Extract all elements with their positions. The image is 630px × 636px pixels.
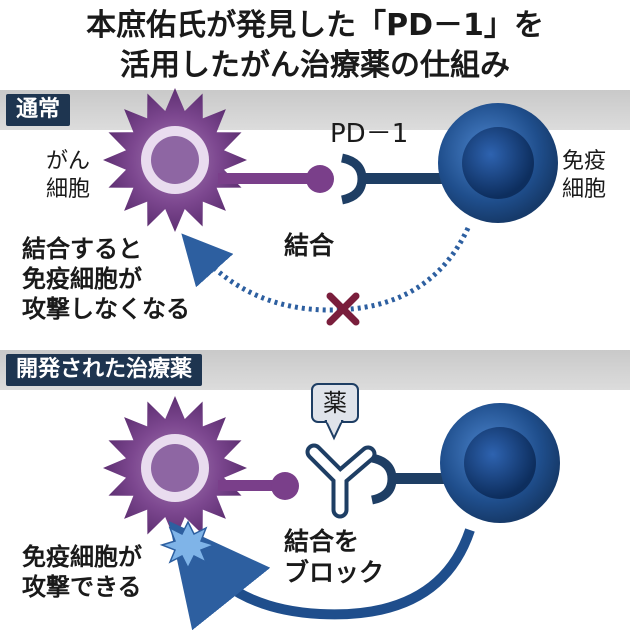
attack-arrow bbox=[168, 520, 475, 631]
treatment-result-line-2: 攻撃できる bbox=[22, 573, 142, 601]
treatment-result-text: 免疫細胞が 攻撃できる bbox=[22, 542, 142, 602]
heading-treatment: 開発された治療薬 bbox=[6, 354, 203, 386]
cancer-cell-bottom bbox=[103, 396, 247, 540]
title-line-2: 活用したがん治療薬の仕組み bbox=[120, 48, 510, 83]
block-text-line-2: ブロック bbox=[284, 558, 385, 588]
pd-l1-ligand-top bbox=[218, 165, 334, 193]
normal-result-line-3: 攻撃しなくなる bbox=[22, 295, 190, 323]
normal-result-text: 結合すると 免疫細胞が 攻撃しなくなる bbox=[22, 234, 190, 324]
cancer-cell-label-line-2: 細胞 bbox=[46, 176, 91, 202]
treatment-result-line-1: 免疫細胞が bbox=[22, 543, 142, 571]
section-bar-treatment: 開発された治療薬 bbox=[0, 350, 630, 390]
pd-1-receptor-top bbox=[340, 153, 442, 205]
normal-result-line-1: 結合すると bbox=[22, 235, 142, 263]
normal-result-line-2: 免疫細胞が bbox=[22, 265, 142, 293]
block-text-line-1: 結合を bbox=[284, 527, 360, 556]
immune-cell-label-line-1: 免疫 bbox=[562, 149, 607, 174]
pd-1-receptor-bottom bbox=[370, 453, 452, 505]
pd-l1-ligand-bottom bbox=[218, 472, 299, 500]
cancer-cell-top bbox=[103, 88, 247, 232]
immune-cell-label: 免疫 細胞 bbox=[562, 148, 606, 203]
binding-label: 結合 bbox=[284, 231, 335, 260]
pd1-label: PD－1 bbox=[330, 119, 409, 149]
drug-antibody-icon bbox=[305, 443, 377, 519]
immune-cell-bottom bbox=[440, 403, 560, 523]
title-line-1: 本庶佑氏が発見した「PD－1」を bbox=[86, 8, 544, 43]
immune-cell-top bbox=[438, 103, 558, 223]
drug-callout bbox=[311, 383, 359, 441]
drug-label: 薬 bbox=[323, 389, 347, 417]
cancer-cell-label-line-1: がん bbox=[46, 149, 91, 174]
heading-normal: 通常 bbox=[6, 94, 71, 126]
block-text: 結合を ブロック bbox=[284, 526, 384, 589]
attack-burst-icon bbox=[159, 520, 217, 570]
immune-cell-label-line-2: 細胞 bbox=[562, 176, 607, 202]
attack-arrow-blocked bbox=[181, 226, 471, 313]
blocked-x-icon bbox=[326, 292, 360, 326]
cancer-cell-label: がん 細胞 bbox=[46, 148, 90, 203]
